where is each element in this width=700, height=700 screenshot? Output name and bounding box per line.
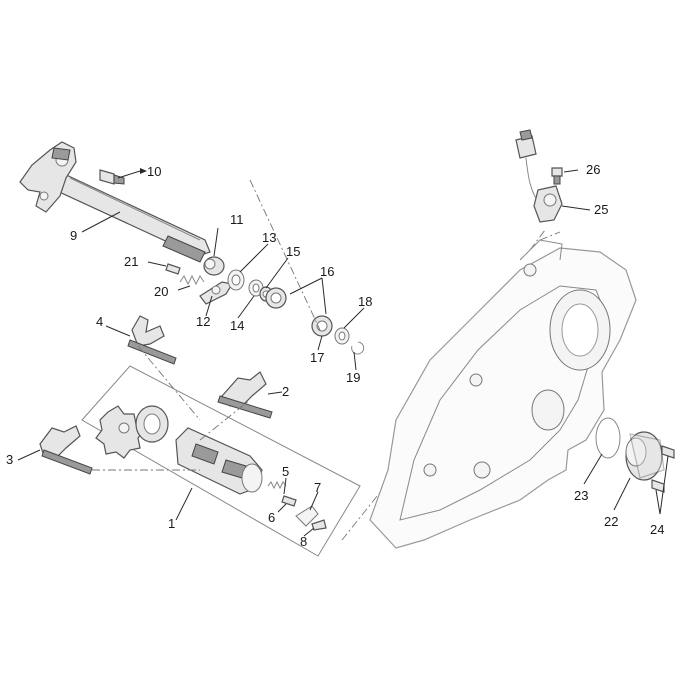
callout-19: 19 — [346, 370, 360, 385]
screw-26[interactable] — [551, 167, 563, 185]
callout-3: 3 — [6, 452, 13, 467]
star-index-plate[interactable] — [95, 405, 145, 459]
callout-7: 7 — [314, 480, 321, 495]
leader-lines — [17, 168, 669, 537]
callout-15: 15 — [286, 244, 300, 259]
callout-13: 13 — [262, 230, 276, 245]
callout-23: 23 — [574, 488, 588, 503]
callout-18: 18 — [358, 294, 372, 309]
callout-4: 4 — [96, 314, 103, 329]
callout-12: 12 — [196, 314, 210, 329]
callout-21: 21 — [124, 254, 138, 269]
callout-26: 26 — [586, 162, 600, 177]
callout-8: 8 — [300, 534, 307, 549]
callout-14: 14 — [230, 318, 244, 333]
cover-22[interactable] — [625, 431, 665, 481]
bolt-21[interactable] — [165, 263, 181, 275]
gearshift-shaft[interactable] — [19, 141, 211, 263]
ring-13[interactable] — [227, 269, 245, 291]
crankcase-cover[interactable] — [369, 239, 637, 549]
callout-9: 9 — [70, 228, 77, 243]
callout-11: 11 — [230, 212, 244, 227]
callout-1: 1 — [168, 516, 175, 531]
callout-25: 25 — [594, 202, 608, 217]
o-ring-23[interactable] — [595, 417, 621, 459]
callout-16: 16 — [320, 264, 334, 279]
bearing-16a[interactable] — [265, 287, 287, 309]
shift-fork-4[interactable] — [127, 315, 177, 365]
spring-5[interactable] — [267, 480, 287, 490]
selector-drum[interactable] — [175, 427, 263, 495]
pin-6[interactable] — [281, 495, 297, 507]
plate-7[interactable] — [295, 505, 319, 527]
spring-lever-12[interactable] — [199, 281, 233, 305]
callout-20: 20 — [154, 284, 168, 299]
callout-10: 10 — [147, 164, 161, 179]
shift-fork-3[interactable] — [39, 425, 93, 475]
washer-18[interactable] — [334, 327, 350, 345]
callout-17: 17 — [310, 350, 324, 365]
callout-5: 5 — [282, 464, 289, 479]
callout-6: 6 — [268, 510, 275, 525]
bearing-16b[interactable] — [311, 315, 333, 337]
drum-frame — [81, 365, 361, 557]
bushing-11[interactable] — [203, 256, 225, 276]
bearing-ring[interactable] — [135, 405, 169, 443]
spring-20[interactable] — [179, 274, 205, 286]
callout-22: 22 — [604, 514, 618, 529]
bolt-24a[interactable] — [661, 445, 675, 459]
gear-position-sensor-25[interactable] — [533, 185, 563, 223]
callout-24: 24 — [650, 522, 664, 537]
sensor-connector[interactable] — [515, 129, 541, 205]
circlip-19[interactable] — [351, 341, 365, 355]
bolt-24b[interactable] — [651, 479, 665, 493]
callout-2: 2 — [282, 384, 289, 399]
shift-fork-2[interactable] — [217, 371, 273, 419]
